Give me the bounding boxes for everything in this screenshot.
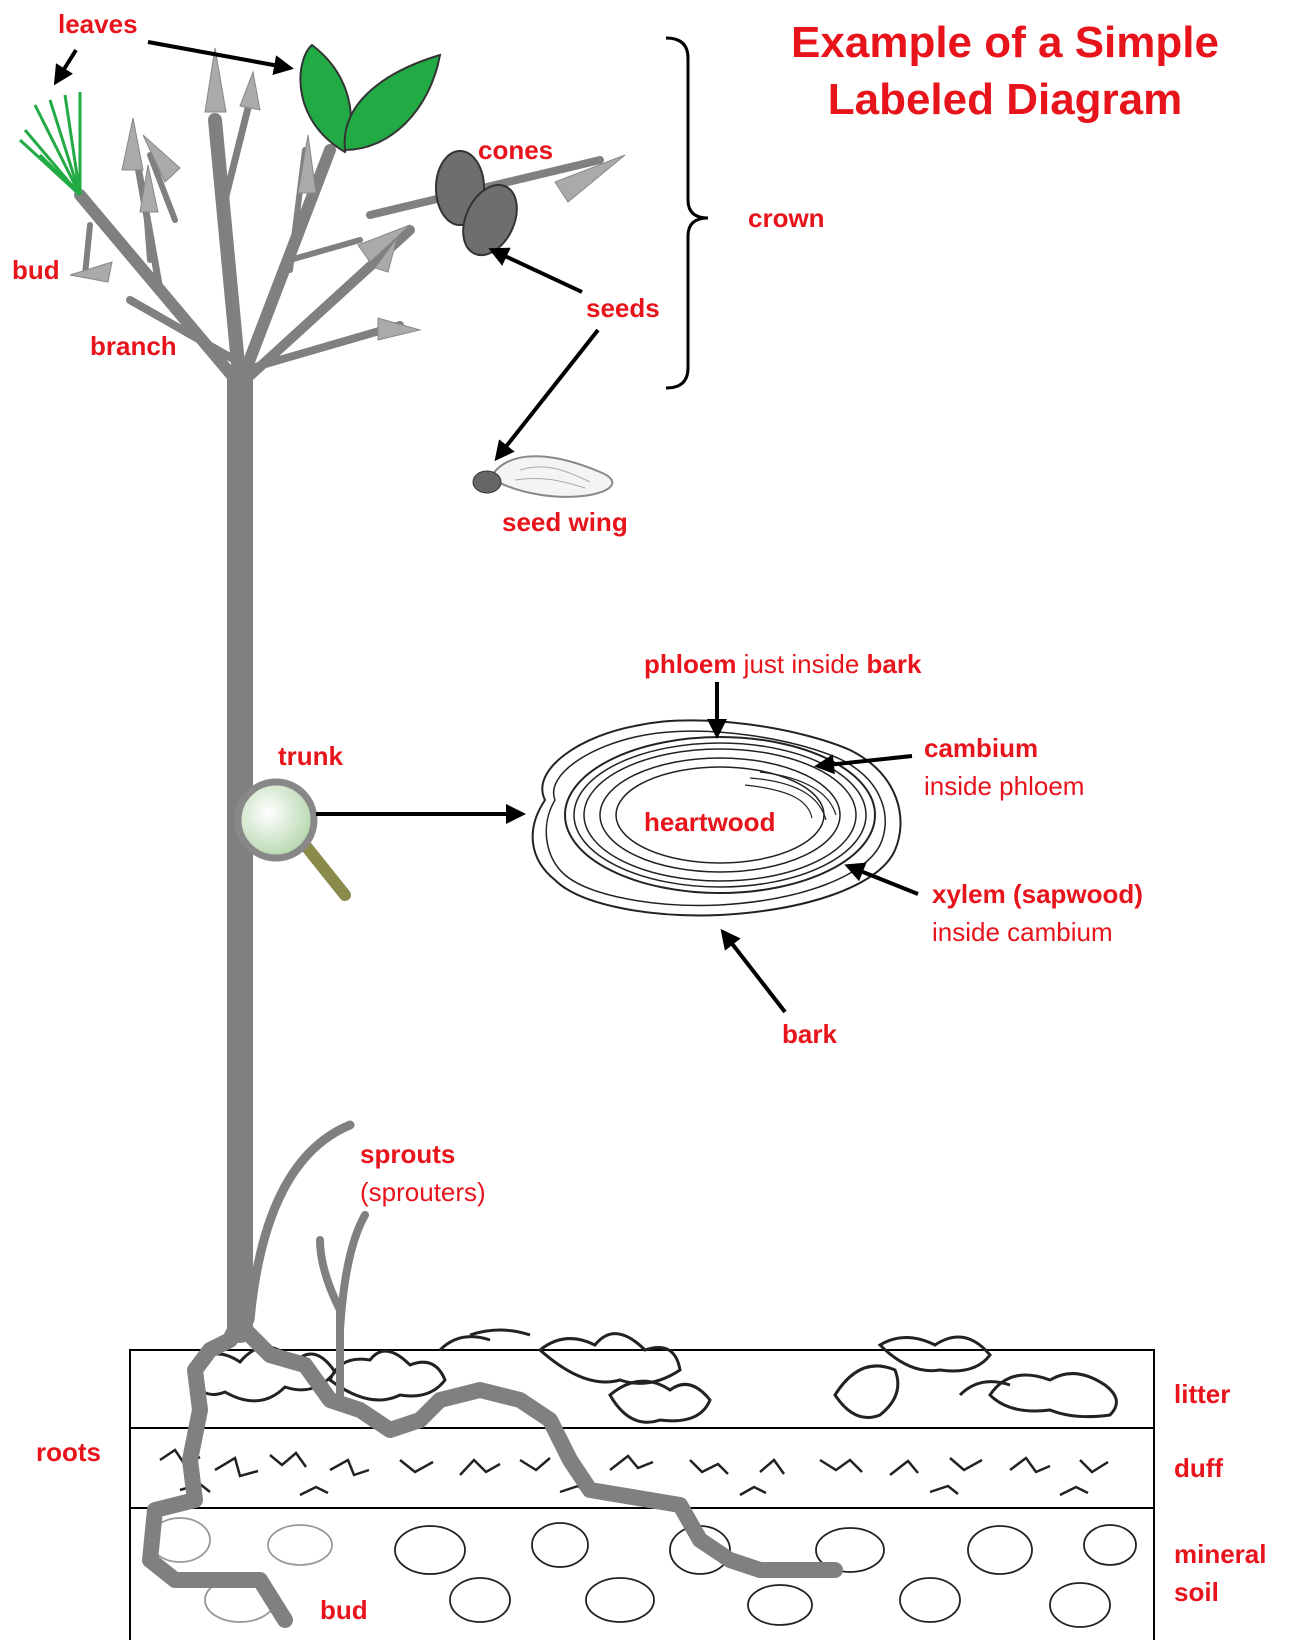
- seed-wing-drawing: [473, 456, 612, 497]
- label-heartwood: heartwood: [644, 806, 775, 840]
- magnifier-icon: [238, 782, 345, 895]
- cones: [436, 151, 527, 264]
- mineral-rocks: [150, 1518, 1136, 1627]
- tree: [80, 100, 835, 1620]
- label-seeds: seeds: [586, 292, 660, 326]
- label-phloem-bold: phloem: [644, 649, 736, 679]
- label-cambium: cambium: [924, 732, 1038, 766]
- label-bud-bottom: bud: [320, 1594, 368, 1628]
- needle-leaves: [20, 92, 80, 195]
- arrow-leaves-broad: [148, 42, 290, 68]
- broad-leaves: [300, 45, 440, 152]
- label-crown: crown: [748, 202, 825, 236]
- label-leaves: leaves: [58, 8, 138, 42]
- label-bud-top: bud: [12, 254, 60, 288]
- crown-brace: [666, 38, 708, 388]
- label-roots: roots: [36, 1436, 101, 1470]
- label-cambium-sub: inside phloem: [924, 770, 1084, 804]
- bud-arrowheads: [70, 48, 625, 340]
- duff-debris: [160, 1450, 1108, 1495]
- label-xylem-sub: inside cambium: [932, 916, 1113, 950]
- label-sprouts: sprouts: [360, 1138, 455, 1172]
- label-seed-wing: seed wing: [502, 506, 628, 540]
- label-phloem: phloem just inside bark: [644, 648, 921, 682]
- arrow-leaves-needle: [56, 50, 76, 82]
- label-litter: litter: [1174, 1378, 1230, 1412]
- label-sprouts-sub: (sprouters): [360, 1176, 486, 1210]
- title-line-1: Example of a Simple: [760, 14, 1250, 71]
- label-branch: branch: [90, 330, 177, 364]
- arrow-bark: [723, 932, 785, 1012]
- label-mineral-soil-1: mineral: [1174, 1538, 1267, 1572]
- label-cones: cones: [478, 134, 553, 168]
- label-phloem-rest: just inside: [736, 649, 866, 679]
- litter-leaves: [190, 1330, 1116, 1422]
- label-mineral-soil-2: soil: [1174, 1576, 1219, 1610]
- title-line-2: Labeled Diagram: [760, 71, 1250, 128]
- arrow-seeds-cones: [492, 250, 582, 292]
- arrow-seeds-wing: [497, 330, 598, 458]
- label-trunk: trunk: [278, 740, 343, 774]
- label-xylem: xylem (sapwood): [932, 878, 1143, 912]
- label-phloem-bark: bark: [867, 649, 922, 679]
- diagram-title: Example of a Simple Labeled Diagram: [760, 14, 1250, 128]
- label-duff: duff: [1174, 1452, 1223, 1486]
- arrow-xylem: [848, 866, 918, 894]
- label-bark: bark: [782, 1018, 837, 1052]
